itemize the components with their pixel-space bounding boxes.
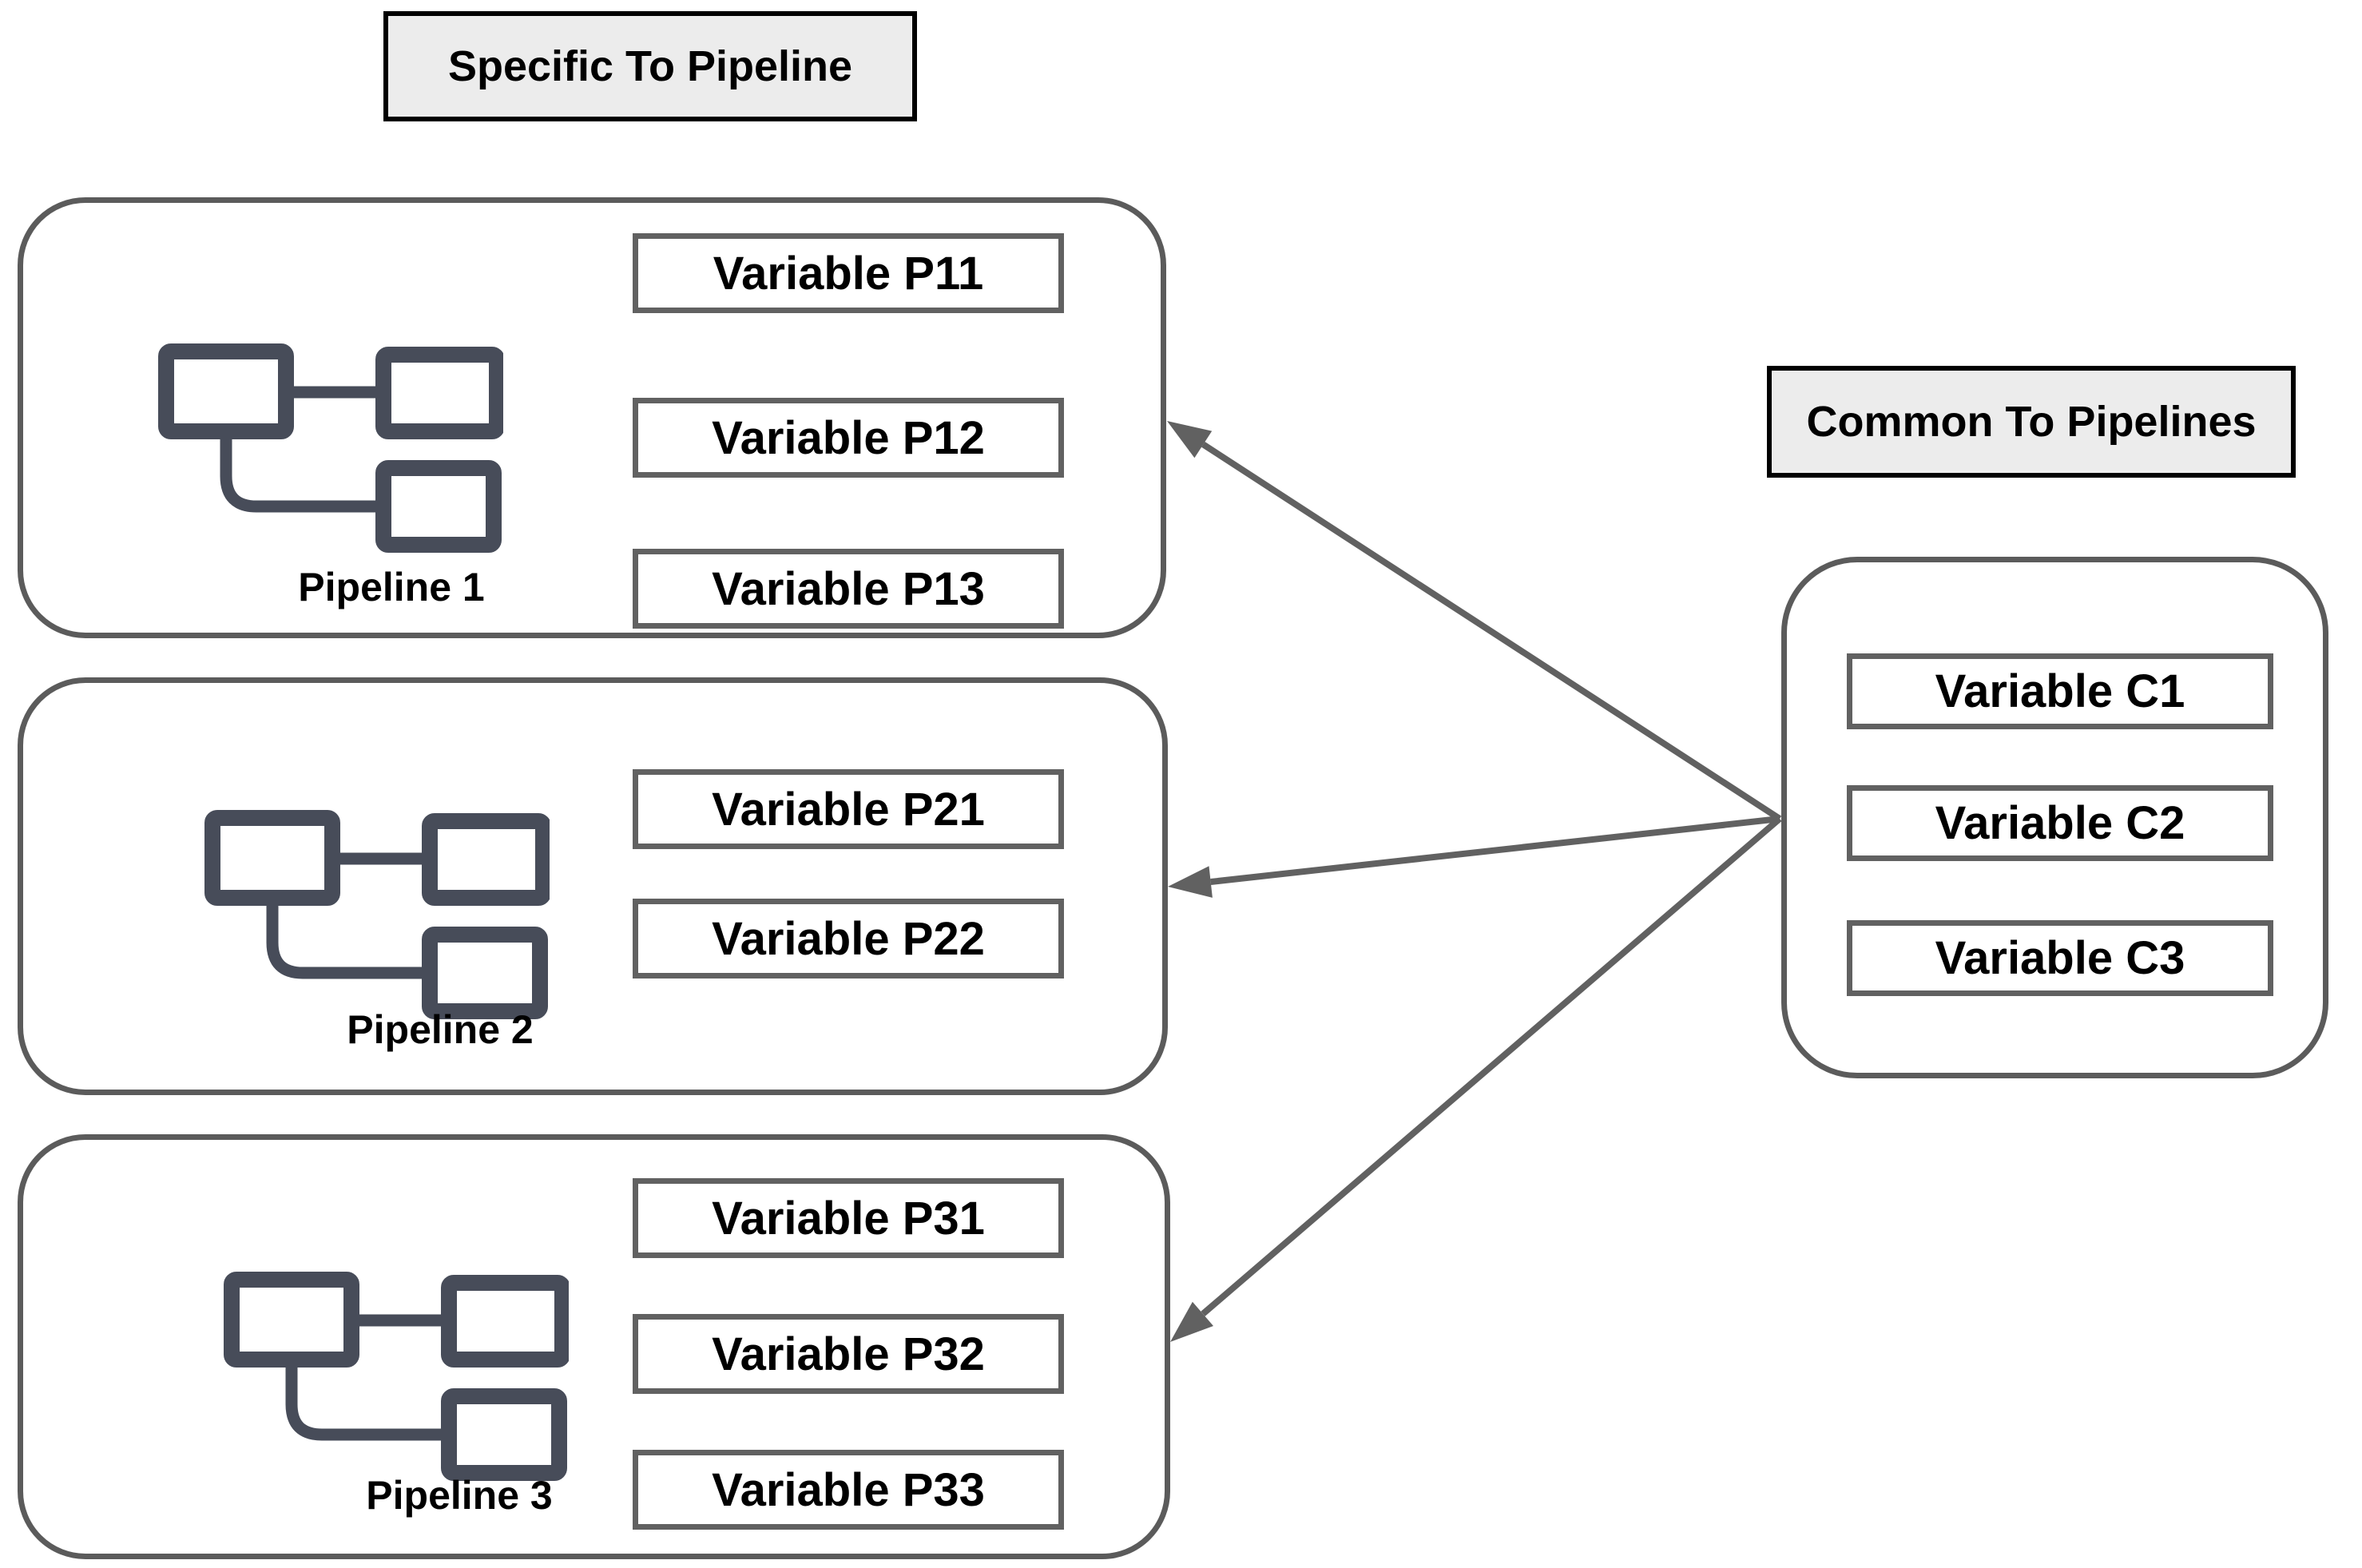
pipeline-flowchart-icon: [204, 810, 550, 1019]
variable-box-c1[interactable]: Variable C1: [1847, 653, 2273, 729]
variable-box-c3[interactable]: Variable C3: [1847, 920, 2273, 996]
variable-box-p11[interactable]: Variable P11: [633, 233, 1064, 313]
common-header-box[interactable]: Common To Pipelines: [1767, 366, 2296, 478]
variable-p11-label: Variable P11: [713, 247, 984, 300]
pipeline-1-label: Pipeline 1: [298, 565, 485, 609]
variable-box-p32[interactable]: Variable P32: [633, 1314, 1064, 1394]
variable-box-p31[interactable]: Variable P31: [633, 1178, 1064, 1258]
variable-box-p12[interactable]: Variable P12: [633, 398, 1064, 478]
pipeline-flowchart-icon: [158, 343, 503, 553]
arrowhead-pipeline-1: [1167, 421, 1213, 458]
variable-box-p33[interactable]: Variable P33: [633, 1450, 1064, 1530]
arrow-common-group-to-pipeline-1: [1201, 442, 1782, 822]
pipeline-3-label: Pipeline 3: [366, 1473, 553, 1518]
variable-p32-label: Variable P32: [712, 1328, 985, 1380]
pipeline-2-label: Pipeline 2: [347, 1007, 534, 1052]
variable-box-p21[interactable]: Variable P21: [633, 769, 1064, 849]
arrow-common-group-to-pipeline-3: [1201, 816, 1782, 1316]
variable-p22-label: Variable P22: [712, 912, 985, 965]
variable-p12-label: Variable P12: [712, 411, 985, 464]
variable-box-p22[interactable]: Variable P22: [633, 899, 1064, 979]
variable-p13-label: Variable P13: [712, 562, 985, 615]
variable-c3-label: Variable C3: [1935, 932, 2185, 984]
variable-p31-label: Variable P31: [712, 1192, 985, 1244]
arrowhead-pipeline-3: [1170, 1301, 1213, 1342]
variable-box-c2[interactable]: Variable C2: [1847, 785, 2273, 861]
variable-c1-label: Variable C1: [1935, 665, 2185, 717]
variable-box-p13[interactable]: Variable P13: [633, 549, 1064, 629]
pipeline-flowchart-icon: [224, 1272, 569, 1481]
specific-header-label: Specific To Pipeline: [447, 42, 853, 90]
pipeline-2-container[interactable]: [18, 677, 1168, 1095]
variable-c2-label: Variable C2: [1935, 797, 2185, 849]
specific-header-box[interactable]: Specific To Pipeline: [383, 11, 917, 121]
variable-p33-label: Variable P33: [712, 1463, 985, 1516]
arrowhead-pipeline-2: [1168, 866, 1213, 898]
variable-p21-label: Variable P21: [712, 783, 985, 836]
common-header-label: Common To Pipelines: [1806, 398, 2257, 446]
arrow-common-group-to-pipeline-2: [1210, 816, 1780, 885]
